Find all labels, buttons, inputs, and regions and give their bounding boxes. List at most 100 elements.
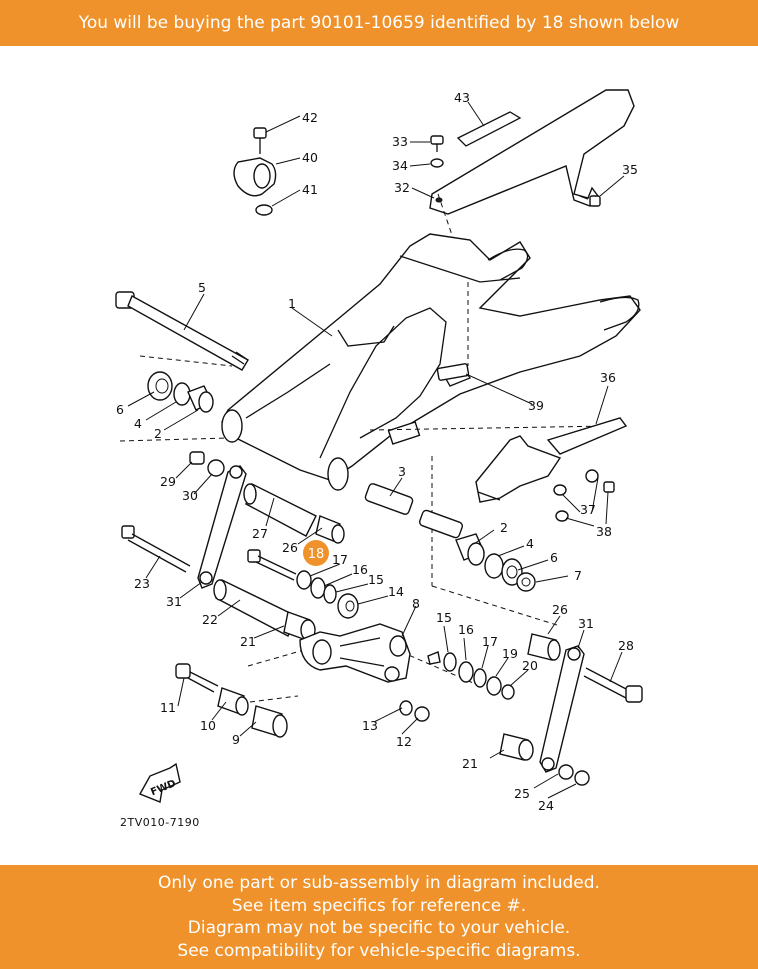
label-21: 21 [240,634,256,649]
label-6b: 6 [550,550,558,565]
bushing-10 [217,687,249,716]
ring-17 [296,570,312,590]
sleeve-27 [243,483,317,537]
leader-lines [127,101,625,799]
label-29: 29 [160,474,176,489]
label-35: 35 [622,162,638,177]
footer-banner: Only one part or sub-assembly in diagram… [0,865,758,969]
label-18: 18 [308,547,325,562]
bolt-35 [579,195,601,207]
label-42: 42 [302,110,318,125]
label-19: 19 [502,646,518,661]
bushing-21b [499,733,534,761]
label-37: 37 [580,502,596,517]
fasteners-37-38 [553,469,615,522]
header-banner: You will be buying the part 90101-10659 … [0,0,758,46]
nut-12-13 [399,700,430,722]
label-16: 16 [352,562,368,577]
bolt-11 [175,663,219,693]
right-small-parts [427,651,515,700]
footer-line-1: Only one part or sub-assembly in diagram… [158,873,600,893]
label-11: 11 [160,700,176,715]
part-labels: 42 40 41 43 33 34 32 35 1 5 6 4 2 36 39 … [116,90,638,813]
label-4b: 4 [526,536,534,551]
link-arm-31b [539,645,585,773]
label-38: 38 [596,524,612,539]
label-14: 14 [388,584,404,599]
bolt-42 [253,127,267,154]
bolt-33 [430,135,444,152]
bushing-26 [315,515,345,544]
label-30: 30 [182,488,198,503]
label-31b: 31 [578,616,594,631]
label-17: 17 [332,552,348,567]
link-arm-31 [197,465,247,589]
shaft-3 [364,483,464,539]
chain-guide-36 [475,417,628,503]
label-43: 43 [454,90,470,105]
label-20: 20 [522,658,538,673]
swingarm [221,233,641,491]
nut-7 [516,572,536,592]
label-7: 7 [574,568,582,583]
label-2b: 2 [500,520,508,535]
label-1: 1 [288,296,296,311]
label-5: 5 [198,280,206,295]
header-text: You will be buying the part 90101-10659 … [78,13,680,33]
sleeve-22 [213,579,297,637]
footer-line-2: See item specifics for reference #. [231,895,527,916]
label-3: 3 [398,464,406,479]
highlight-marker [303,540,329,566]
label-16b: 16 [458,622,474,637]
exploded-view-svg: FWD 2TV010-7190 [115,89,643,829]
washer-34 [430,158,444,168]
label-8: 8 [412,596,420,611]
label-13: 13 [362,718,378,733]
label-33: 33 [392,134,408,149]
label-31: 31 [166,594,182,609]
label-15b: 15 [436,610,452,625]
label-27: 27 [252,526,268,541]
bolt-23 [121,525,191,573]
nut-32 [435,197,443,203]
label-25: 25 [514,786,530,801]
label-6: 6 [116,402,124,417]
label-2: 2 [154,426,162,441]
label-40: 40 [302,150,318,165]
nut-41 [255,204,273,216]
bushing-6 [147,371,173,401]
fwd-arrow-icon [139,762,181,803]
label-17b: 17 [482,634,498,649]
clamp-40 [233,157,277,197]
bolt-18 [247,549,297,581]
ring-16 [310,577,326,599]
label-26: 26 [282,540,298,555]
label-24: 24 [538,798,554,813]
label-15: 15 [368,572,384,587]
label-4: 4 [134,416,142,431]
label-32: 32 [394,180,410,195]
label-34: 34 [392,158,408,173]
pivot-bolt-5 [115,291,249,371]
label-9: 9 [232,732,240,747]
washer-4b [484,553,504,579]
bushing-14 [337,593,359,619]
label-21b: 21 [462,756,478,771]
nut-24-25 [558,764,590,786]
label-12: 12 [396,734,412,749]
ring-15 [323,584,337,604]
diagram-code: 2TV010-7190 [120,816,200,829]
label-26b: 26 [552,602,568,617]
footer-line-4: See compatibility for vehicle-specific d… [177,940,581,961]
label-36: 36 [600,370,616,385]
washer-4 [173,382,191,406]
label-41: 41 [302,182,318,197]
bushing-9 [251,705,288,738]
bolt-29 [189,451,205,465]
block-39 [436,363,470,381]
label-10: 10 [200,718,216,733]
label-39: 39 [528,398,544,413]
label-28: 28 [618,638,634,653]
parts-diagram: FWD 2TV010-7190 [0,46,758,865]
footer-line-3: Diagram may not be specific to your vehi… [187,918,571,938]
